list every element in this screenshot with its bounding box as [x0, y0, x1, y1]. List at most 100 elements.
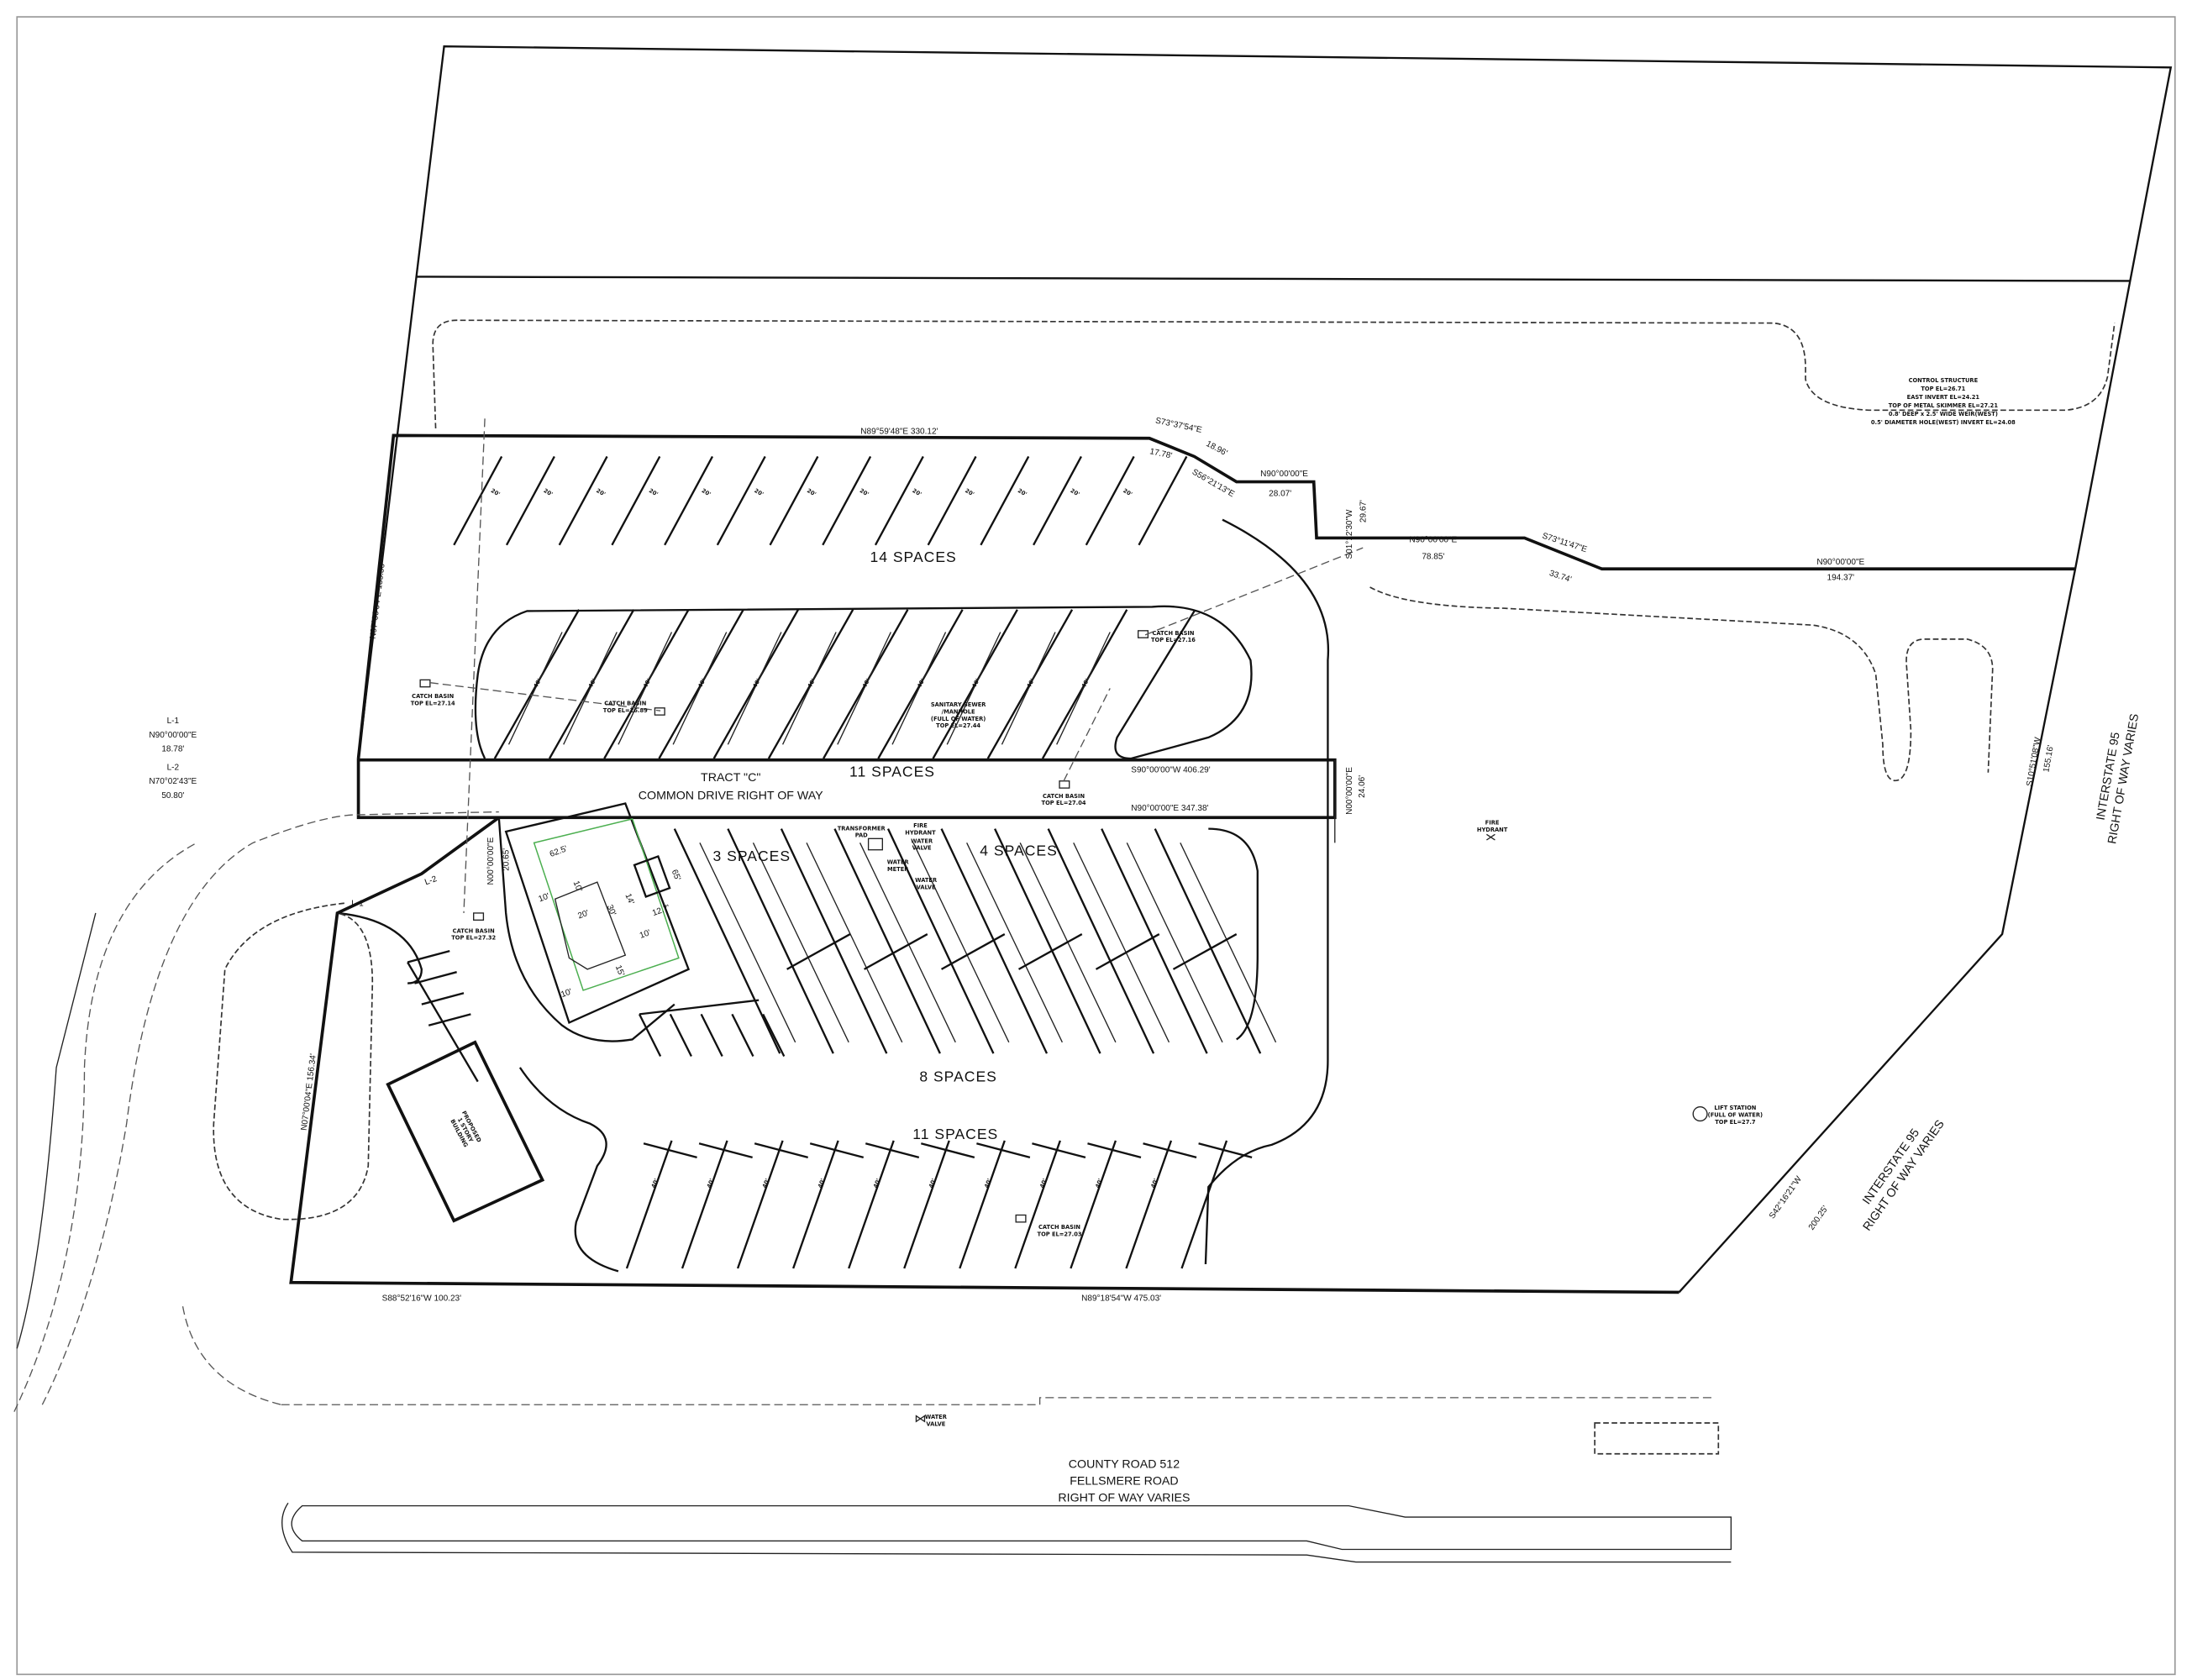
stall-line — [505, 455, 555, 546]
stall-line — [639, 999, 760, 1016]
stall-line — [864, 933, 928, 970]
distance-24-06: 24.06' — [1358, 775, 1367, 798]
svg-text:0.8' DEEP x 2.5' WIDE WEIR(WES: 0.8' DEEP x 2.5' WIDE WEIR(WEST) — [1889, 411, 1998, 417]
stall-line — [1138, 455, 1188, 546]
stall-dimension: 40' — [706, 1178, 716, 1189]
stall-line — [903, 1140, 950, 1269]
stall-line — [421, 992, 465, 1005]
labels: 14 SPACES 11 SPACES 3 SPACES 4 SPACES 8 … — [149, 377, 2142, 1505]
stall-line — [976, 1142, 1031, 1159]
curve-l2-label: L-2 — [167, 763, 180, 772]
stall-dimension-line — [1073, 843, 1170, 1043]
catch-basin-note: TOP EL=27.16 — [1151, 637, 1196, 643]
stall-dimension-line — [781, 632, 837, 745]
stall-dimension: 40' — [1149, 1178, 1159, 1189]
bearing-s73-37: S73°37'54"E — [1154, 417, 1203, 436]
stall-line — [1085, 455, 1135, 546]
distance-155-16: 155.16' — [2042, 744, 2055, 773]
stall-line — [994, 828, 1101, 1054]
dim-20: 20' — [576, 909, 590, 921]
stall-line — [638, 1013, 662, 1058]
water-valve-note: VALVE — [917, 885, 936, 891]
stall-dimension: 20' — [859, 487, 870, 498]
fire-hydrant-note: FIRE — [1485, 820, 1500, 827]
lift-station-note: (FULL OF WATER) — [1708, 1111, 1763, 1118]
stall-line — [1125, 1140, 1173, 1269]
lower-row-spaces: 8 SPACES — [919, 1068, 997, 1085]
stall-dimension-line — [507, 632, 563, 745]
stall-dimension-line — [727, 632, 782, 745]
stall-dimension: 20' — [911, 487, 923, 498]
stall-line — [1154, 828, 1262, 1054]
control-structure-note: CONTROL STRUCTURE TOP EL=26.71 EAST INVE… — [1871, 377, 2016, 426]
dim-14: 14' — [623, 892, 636, 906]
stall-dimension-line — [1126, 843, 1223, 1043]
sanitary-sewer-note: TOP EL=27.44 — [936, 722, 980, 729]
distance-194-37: 194.37' — [1827, 574, 1855, 583]
stall-line — [874, 455, 924, 546]
curve-l1-distance: 18.78' — [161, 745, 184, 754]
lower-right-spaces: 4 SPACES — [980, 842, 1058, 858]
stall-dimension: 20' — [806, 487, 817, 498]
distance-18-96: 18.96' — [1205, 439, 1229, 458]
stall-line — [736, 1140, 784, 1269]
bearing-west-top: N07°00'04"E 135.56' — [369, 561, 387, 639]
stall-dimension: 20' — [648, 487, 660, 498]
curve-l1-label: L-1 — [167, 717, 180, 726]
fire-hydrant-note: FIRE — [913, 822, 928, 829]
stall-line — [886, 828, 995, 1054]
distance-17-78: 17.78' — [1149, 447, 1173, 460]
water-valve-note: WATER — [925, 1414, 947, 1420]
svg-text:TOP EL=26.71: TOP EL=26.71 — [1921, 386, 1965, 392]
bearing-east-s10: S10°51'08"W — [2025, 736, 2042, 787]
road-edge — [281, 1502, 1732, 1563]
water-valve-note: VALVE — [912, 845, 932, 852]
fire-hydrant-note: HYDRANT — [1477, 827, 1508, 833]
catch-basin-icon — [419, 679, 431, 688]
stall-dimension-line — [1056, 632, 1111, 745]
stall-line — [959, 1140, 1006, 1269]
top-row-spaces: 14 SPACES — [870, 549, 956, 565]
stall-line — [754, 1142, 808, 1159]
property-boundary — [289, 433, 2076, 1294]
stall-line — [1047, 828, 1155, 1054]
dim-15: 15' — [613, 964, 626, 978]
stall-line — [1014, 1140, 1061, 1269]
catch-basin-note: CATCH BASIN — [412, 693, 454, 700]
bearing-n00-east: N00°00'00"E — [1345, 767, 1354, 815]
stall-line — [673, 828, 781, 1054]
stall-line — [762, 1013, 786, 1058]
stall-line — [786, 933, 851, 970]
county-road-alt-name: FELLSMERE ROAD — [1070, 1475, 1178, 1488]
catch-basin-note: CATCH BASIN — [1152, 630, 1194, 637]
dim-62-5: 62.5' — [549, 844, 569, 859]
county-road-name: COUNTY ROAD 512 — [1069, 1457, 1180, 1471]
stall-line — [769, 455, 819, 546]
stall-dimension: 40' — [1038, 1178, 1049, 1189]
bearing-s42: S42°16'21"W — [1768, 1174, 1804, 1221]
distance-28-07: 28.07' — [1269, 489, 1291, 498]
curve-l2-tag: L-2 — [423, 874, 439, 887]
water-valve-note: WATER — [911, 837, 933, 844]
fire-hydrant-note: HYDRANT — [905, 829, 936, 836]
stall-dimension: 20' — [1017, 487, 1028, 498]
catch-basin-icon — [473, 912, 485, 921]
distance-20-65: 20.65' — [502, 848, 512, 871]
water-meter-note: WATER — [887, 858, 909, 865]
dim-10: 10' — [538, 892, 551, 905]
lift-station-icon — [1692, 1106, 1708, 1122]
stall-dimension: 20' — [542, 487, 554, 498]
catch-basin-note: TOP EL=27.14 — [411, 700, 455, 706]
transformer-note: TRANSFORMER — [838, 825, 886, 832]
stall-dimension: 20' — [964, 487, 975, 498]
water-valve-note: VALVE — [926, 1420, 945, 1427]
svg-text:EAST INVERT EL=24.21: EAST INVERT EL=24.21 — [1907, 394, 1980, 401]
stall-dimension: 40' — [761, 1178, 771, 1189]
tract-label: TRACT "C" — [701, 771, 760, 785]
bottom-row-spaces: 11 SPACES — [912, 1126, 998, 1142]
stall-dimension-line — [966, 843, 1063, 1043]
parking-stalls: 20'20'20'20'20'20'20'20'20'20'20'20'20'4… — [407, 455, 1277, 1269]
curve-l2-bearing: N70°02'43"E — [149, 777, 197, 786]
stall-line — [1032, 1142, 1086, 1159]
stall-line — [731, 1013, 754, 1058]
